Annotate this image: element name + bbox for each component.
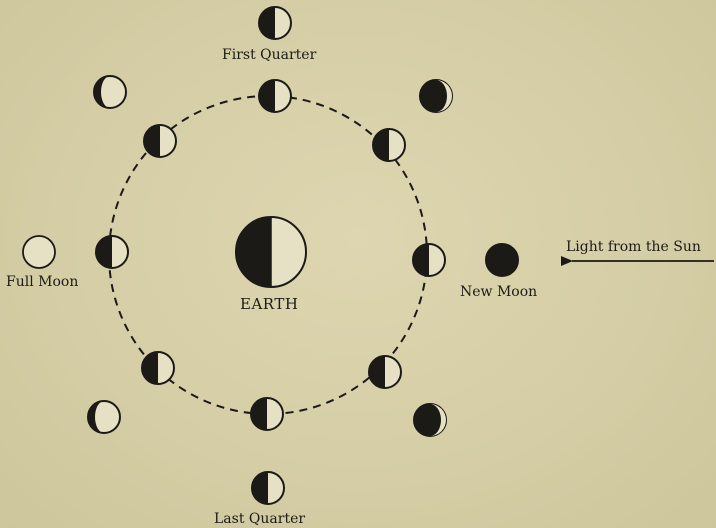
orbit-moon-left (96, 236, 128, 268)
phase-waning-gibbous (88, 401, 120, 433)
orbit-moon-top (259, 80, 291, 112)
orbit-moon-lower-left (142, 352, 174, 384)
orbit-moon-lower-right (369, 356, 401, 388)
full-moon-label: Full Moon (6, 275, 78, 289)
earth (236, 217, 306, 287)
orbit-moon-upper-left (144, 125, 176, 157)
orbit-moon-upper-right (373, 129, 405, 161)
phase-first-quarter (259, 7, 291, 39)
new-moon-label: New Moon (460, 285, 537, 299)
last-quarter-label: Last Quarter (214, 512, 305, 526)
phase-new-moon (486, 244, 518, 276)
phase-waxing-gibbous (94, 76, 126, 108)
first-quarter-label: First Quarter (222, 48, 316, 62)
sunlight-label: Light from the Sun (566, 240, 701, 254)
phase-full-moon (23, 236, 55, 268)
phase-waning-crescent (414, 404, 446, 436)
phase-last-quarter (252, 472, 284, 504)
phase-waxing-crescent (420, 80, 452, 112)
earth-label: EARTH (240, 297, 298, 312)
orbit-moon-right (413, 244, 445, 276)
orbit-moon-bottom (251, 398, 283, 430)
